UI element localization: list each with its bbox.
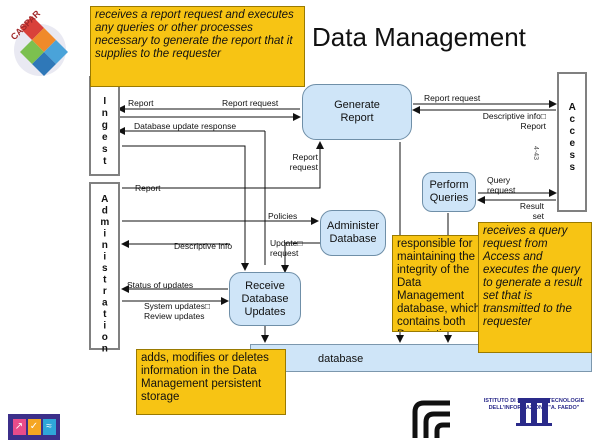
callout-perform-queries: receives a query request from Access and… bbox=[478, 222, 592, 353]
footer-small-logo: ↗ ✓ ≈ bbox=[8, 414, 60, 440]
cnr-logo bbox=[412, 400, 450, 438]
label-update-request: Update□ request bbox=[270, 238, 303, 258]
page-label: 4-43 bbox=[532, 145, 540, 161]
label-report-request-access: Report request bbox=[424, 93, 481, 103]
access-entity: Access bbox=[557, 72, 587, 212]
generate-report-process: Generate Report bbox=[302, 84, 412, 140]
label-database-update-response: Database update response bbox=[134, 121, 237, 131]
ingest-entity: Ingest bbox=[89, 76, 120, 176]
access-label: Access bbox=[566, 102, 578, 174]
administer-database-process: Administer Database bbox=[320, 210, 386, 256]
label-report-ingest: Report bbox=[128, 98, 154, 108]
label-descriptive-info-report: Descriptive info□ Report bbox=[482, 111, 546, 131]
label-result-set: Result set bbox=[519, 201, 544, 221]
caspar-logo-graphic: CASPAR bbox=[9, 8, 68, 76]
label-report-request-ingest: Report request bbox=[222, 98, 279, 108]
label-query-request: Query request bbox=[487, 175, 516, 195]
flow-update-request bbox=[281, 242, 320, 273]
label-review-updates: Review updates bbox=[144, 311, 205, 321]
ingest-label: Ingest bbox=[99, 96, 111, 168]
callout-receive-updates: adds, modifies or deletes information in… bbox=[136, 349, 286, 415]
isti-logo-mark bbox=[516, 398, 552, 426]
label-system-updates: System updates□ bbox=[144, 301, 211, 311]
administration-entity: Administration bbox=[89, 182, 120, 355]
isti-logo: ISTITUTO DI SCIENZA E TECNOLOGIE DELL'IN… bbox=[482, 398, 586, 442]
label-status-of-updates: Status of updates bbox=[127, 280, 194, 290]
callout-administer-database: responsible for maintaining the integrit… bbox=[392, 235, 492, 332]
flow-report-request-admin bbox=[122, 141, 324, 189]
label-report-request-admin: Report request bbox=[289, 152, 318, 172]
arrow-icon: ↗ bbox=[12, 419, 26, 435]
label-descriptive-info: Descriptive info bbox=[174, 241, 233, 251]
label-report-admin: Report bbox=[135, 183, 161, 193]
caspar-logo: CASPAR bbox=[8, 4, 78, 80]
slide-title: Data Management bbox=[312, 22, 526, 52]
check-icon: ✓ bbox=[27, 419, 41, 435]
receive-database-updates-process: Receive Database Updates bbox=[229, 272, 301, 326]
callout-generate-report: receives a report request and executes a… bbox=[90, 6, 305, 87]
wave-icon: ≈ bbox=[42, 419, 56, 435]
database-label: database bbox=[318, 353, 364, 365]
perform-queries-process: Perform Queries bbox=[422, 172, 476, 212]
flow-ingest-to-updates bbox=[122, 145, 249, 271]
label-policies: Policies bbox=[268, 211, 298, 221]
administration-label: Administration bbox=[99, 194, 111, 355]
